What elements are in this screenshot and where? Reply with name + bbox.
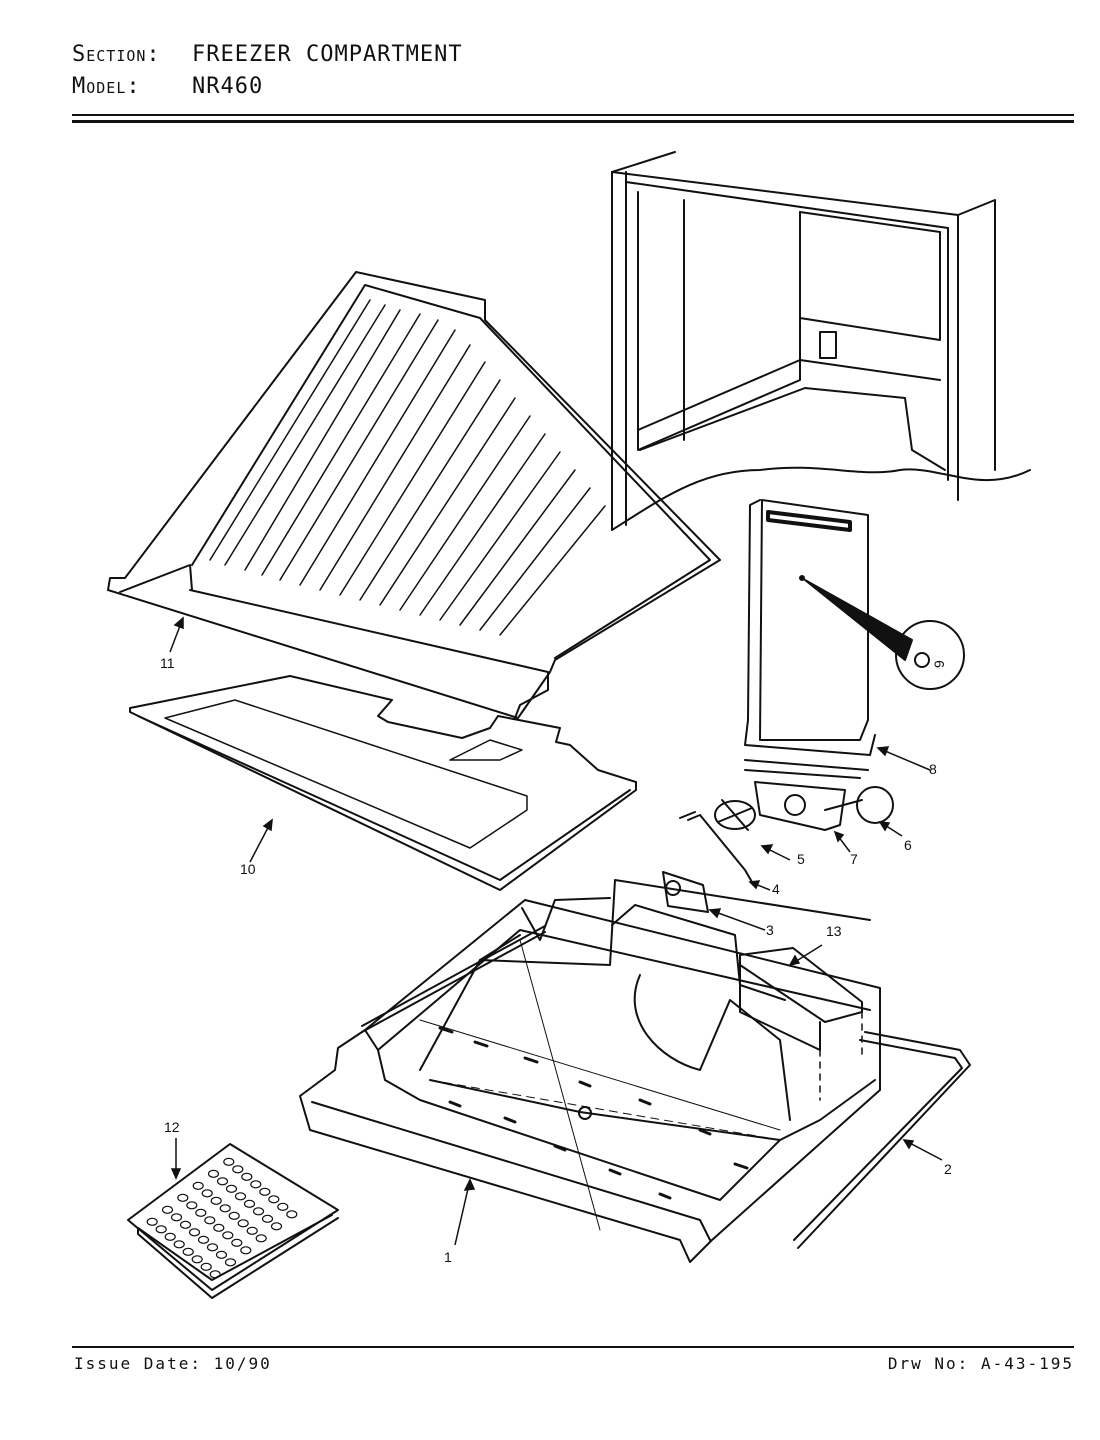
ice-cube-cell [195, 1208, 207, 1217]
callout-9: 9 [931, 660, 947, 668]
callout-7: 7 [850, 851, 858, 867]
model-line: Model: NR460 [72, 74, 263, 99]
header-rule-top [72, 114, 1074, 116]
ice-cube-cell [237, 1219, 249, 1228]
section-label: Section: [72, 42, 161, 67]
gasket-strip [361, 925, 971, 1249]
ice-cube-cell [197, 1235, 210, 1244]
air-duct [744, 499, 876, 779]
section-line: Section: FREEZER COMPARTMENT [72, 42, 463, 67]
callout-13: 13 [826, 923, 842, 939]
fan-blade [714, 799, 756, 831]
callout-4: 4 [772, 881, 780, 897]
ice-cube-cell [186, 1201, 198, 1210]
ice-cube-cell [219, 1204, 231, 1213]
ice-cube-cell [146, 1217, 158, 1226]
callout-1: 1 [444, 1249, 452, 1265]
drawing-number: Drw No: A-43-195 [887, 1354, 1074, 1373]
fan-bracket [754, 781, 846, 831]
issue-date: Issue Date: 10/90 [74, 1354, 272, 1373]
callout-8: 8 [929, 761, 937, 777]
ice-cube-cell [207, 1169, 220, 1178]
diffuser-block [739, 947, 863, 1101]
ice-cube-cell [177, 1193, 189, 1202]
ice-cube-cell [231, 1238, 243, 1247]
ice-cube-cell [191, 1255, 203, 1264]
grommet [824, 786, 894, 824]
ice-cube-cell [250, 1180, 262, 1189]
ice-cube-cell [173, 1240, 185, 1249]
ice-tray [127, 1143, 339, 1299]
callout-5: 5 [797, 851, 805, 867]
ice-cube-cell [170, 1213, 183, 1222]
leader-lines [169, 616, 943, 1246]
model-value: NR460 [192, 74, 264, 99]
fan-motor-bracket [679, 811, 753, 883]
ice-cube-cell [179, 1220, 192, 1229]
ice-cube-cell [246, 1226, 258, 1235]
freezer-pan [299, 879, 881, 1263]
ice-cube-cell [155, 1225, 167, 1234]
insulation-panel [129, 675, 637, 891]
ice-cube-cell [270, 1222, 283, 1231]
ice-cube-cell [234, 1192, 247, 1201]
ice-cube-cell [216, 1177, 229, 1186]
ice-cube-cell [228, 1211, 240, 1220]
ice-cube-cell [210, 1196, 222, 1205]
ice-cube-cell [200, 1262, 212, 1271]
ice-cube-cell [261, 1214, 274, 1223]
callout-12: 12 [164, 1119, 180, 1135]
ice-cube-cell [213, 1223, 225, 1232]
ice-cube-cell [201, 1189, 213, 1198]
ice-cube-cell [192, 1181, 204, 1190]
ice-cube-cell [222, 1231, 234, 1240]
ice-cube-cell [223, 1157, 235, 1166]
ice-cube-cell [240, 1246, 252, 1255]
ice-cube-cell [206, 1243, 219, 1252]
callout-3: 3 [766, 922, 774, 938]
model-label: Model: [72, 74, 141, 99]
ice-cube-cell [188, 1228, 201, 1237]
callout-2: 2 [944, 1161, 952, 1177]
ice-cube-cell [164, 1232, 176, 1241]
ice-cube-cell [182, 1247, 194, 1256]
ice-cube-cell [259, 1187, 271, 1196]
ice-cube-cell [224, 1258, 237, 1267]
header-rule-bottom [72, 120, 1074, 123]
ice-cube-cell [286, 1210, 298, 1219]
freezer-cabinet [611, 151, 1031, 531]
callout-10: 10 [240, 861, 256, 877]
screw-detail [804, 579, 965, 690]
ice-cube-cell [225, 1184, 238, 1193]
ice-cube-cell [215, 1250, 228, 1259]
ice-cube-cell [252, 1207, 265, 1216]
callout-11: 11 [160, 655, 175, 671]
ice-cube-cell [268, 1195, 280, 1204]
ice-cube-cell [232, 1165, 244, 1174]
callout-numbers: 1 2 3 4 5 6 7 8 9 10 11 12 13 [160, 655, 952, 1265]
callout-6: 6 [904, 837, 912, 853]
footer-rule [72, 1346, 1074, 1348]
ice-cube-cell [209, 1270, 221, 1279]
ice-cube-cell [255, 1234, 267, 1243]
ice-cube-cell [243, 1199, 256, 1208]
ice-cube-cell [204, 1216, 216, 1225]
freezer-shelf [107, 271, 721, 719]
ice-cube-cell [277, 1202, 289, 1211]
ice-cube-cell [161, 1205, 174, 1214]
section-value: FREEZER COMPARTMENT [192, 42, 463, 67]
ice-cube-cell [241, 1172, 253, 1181]
